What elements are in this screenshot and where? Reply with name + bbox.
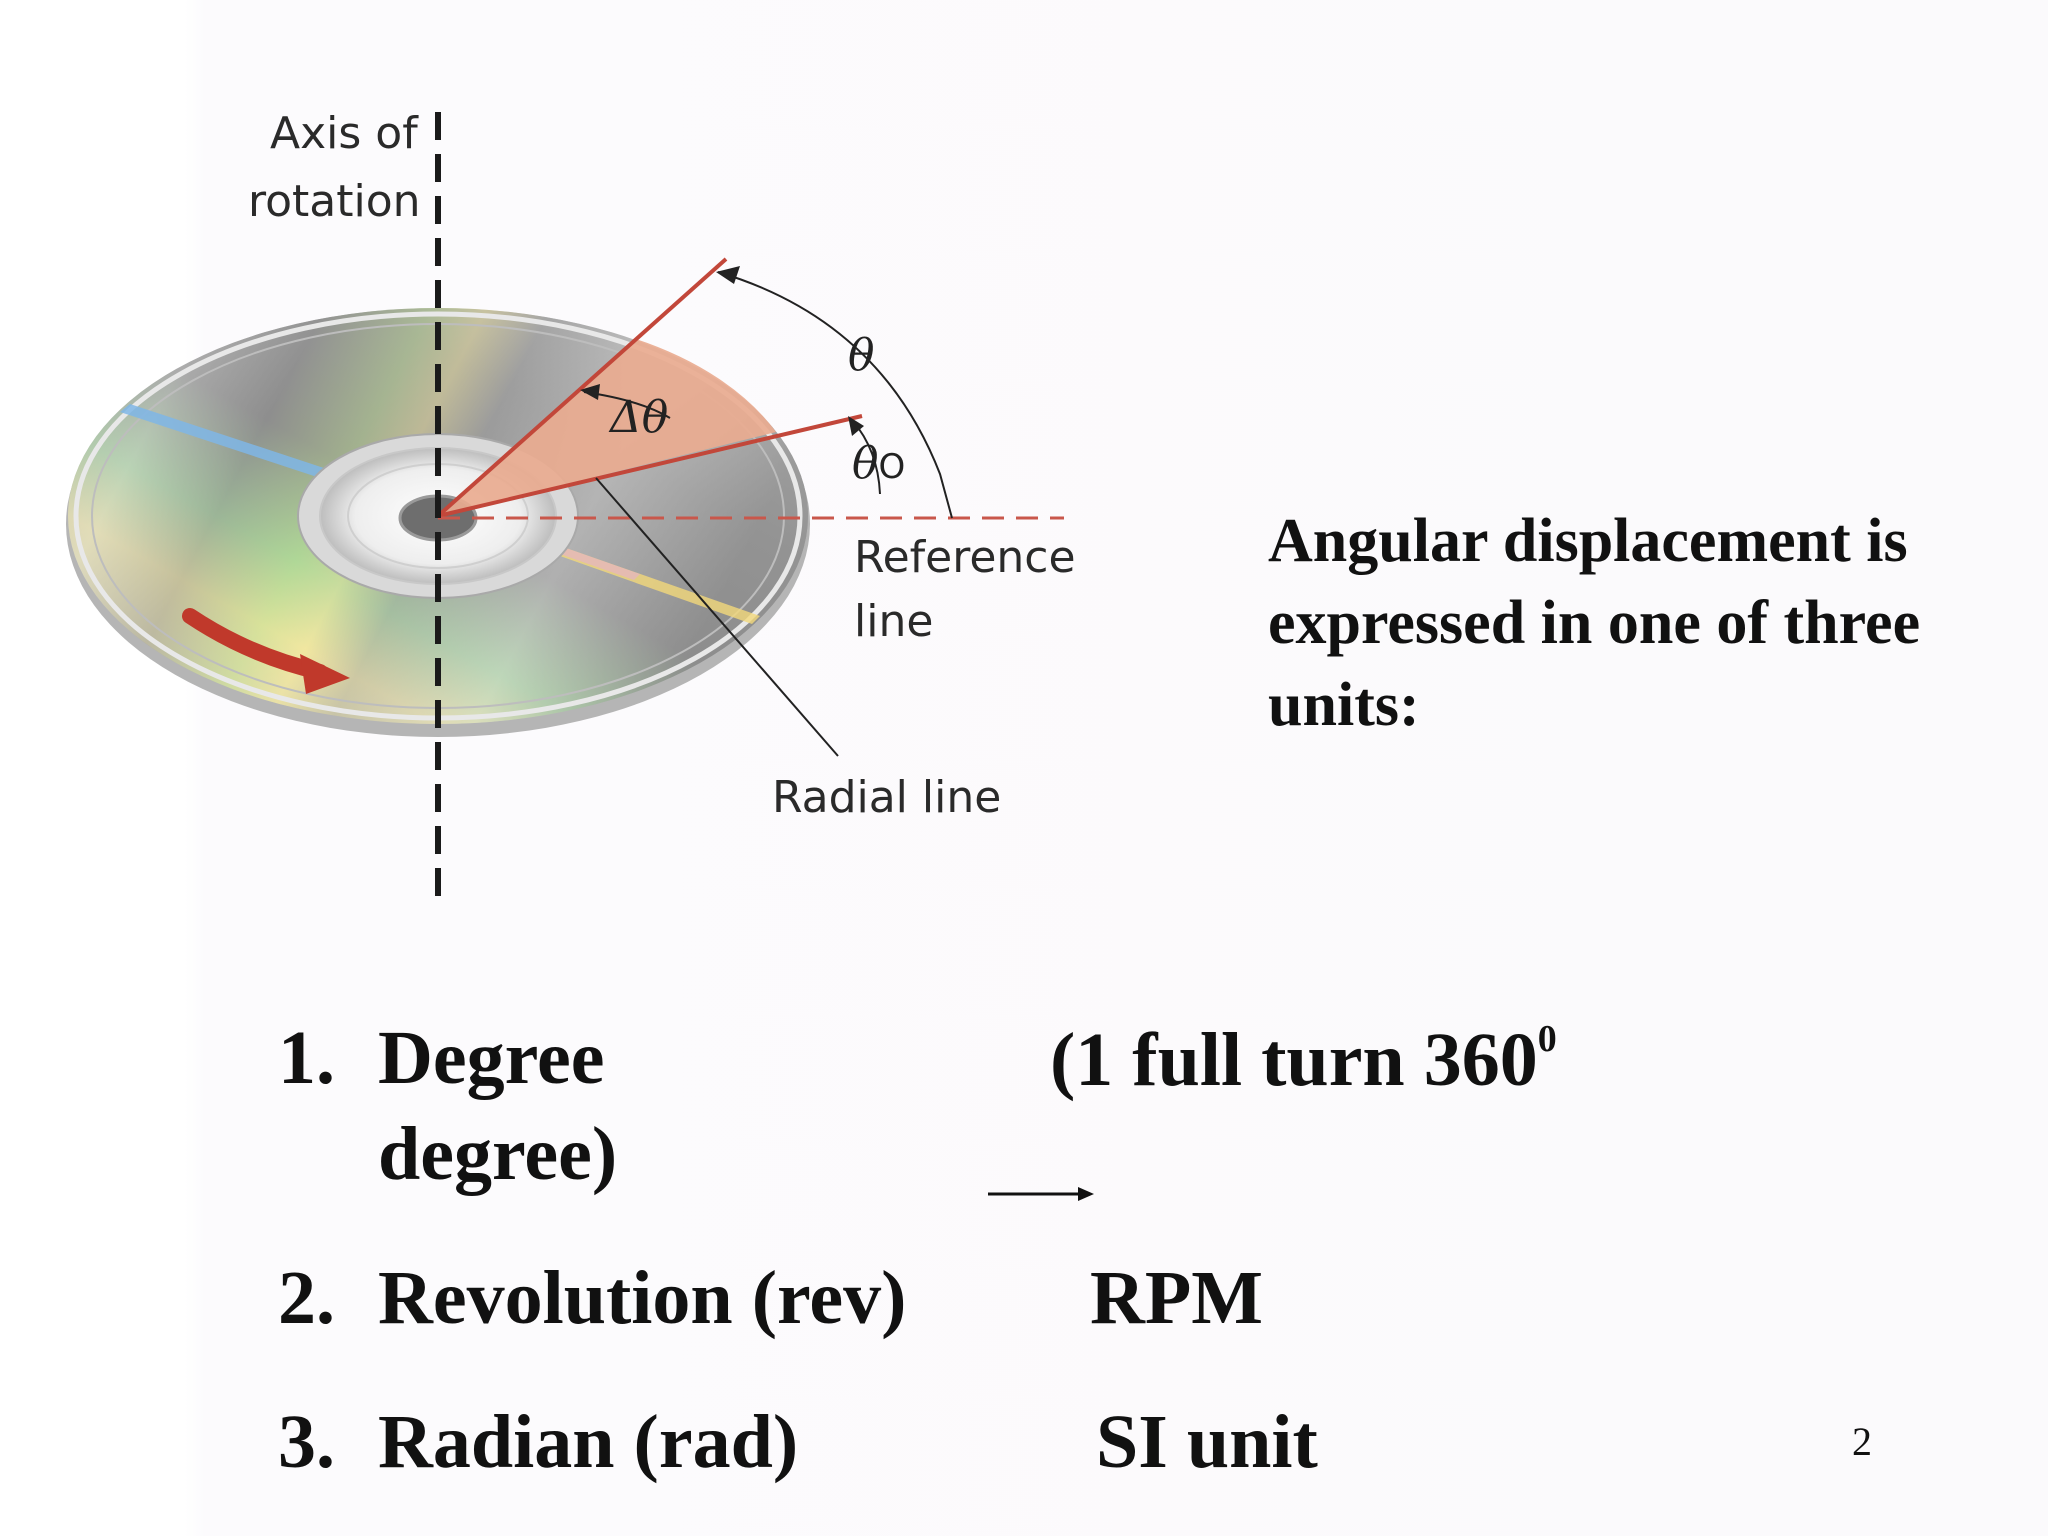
radial-line-label: Radial line	[772, 772, 1002, 823]
unit-1-name-cont: degree)	[378, 1112, 618, 1196]
radial-line-final	[436, 257, 728, 518]
delta-theta-label: Δθ	[610, 392, 669, 443]
unit-2-number: 2.	[278, 1256, 335, 1340]
unit-1-note: (1 full turn 3600	[1050, 1020, 1557, 1098]
reference-label-line2: line	[854, 596, 934, 647]
unit-1-number: 1.	[278, 1016, 335, 1100]
unit-2-note: RPM	[1090, 1256, 1264, 1340]
theta-label: θ	[848, 330, 875, 381]
radial-line-pointer	[595, 477, 839, 757]
unit-3-name: Radian (rad)	[378, 1400, 799, 1484]
theta-zero-symbol: θ	[852, 438, 879, 489]
angular-wedge	[438, 339, 776, 516]
theta-zero-label: θO	[852, 442, 905, 486]
unit-3-number: 3.	[278, 1400, 335, 1484]
arrow-icon	[988, 1187, 1094, 1201]
radial-line-initial	[437, 414, 863, 518]
theta-arc	[717, 271, 953, 519]
unit-1-note-sup: 0	[1537, 1018, 1557, 1060]
theta-zero-subscript: O	[878, 447, 906, 487]
reference-label-line1: Reference	[854, 532, 1076, 583]
unit-1-note-text: (1 full turn 360	[1050, 1018, 1538, 1103]
axis-label-line2: rotation	[248, 176, 421, 227]
unit-3-note: SI unit	[1096, 1400, 1318, 1484]
heading: Angular displacement is expressed in one…	[1268, 507, 1921, 739]
unit-2-name: Revolution (rev)	[378, 1256, 907, 1340]
unit-1-name: Degree	[378, 1016, 605, 1100]
axis-label-line1: Axis of	[270, 108, 418, 159]
page-number: 2	[1852, 1419, 1872, 1464]
